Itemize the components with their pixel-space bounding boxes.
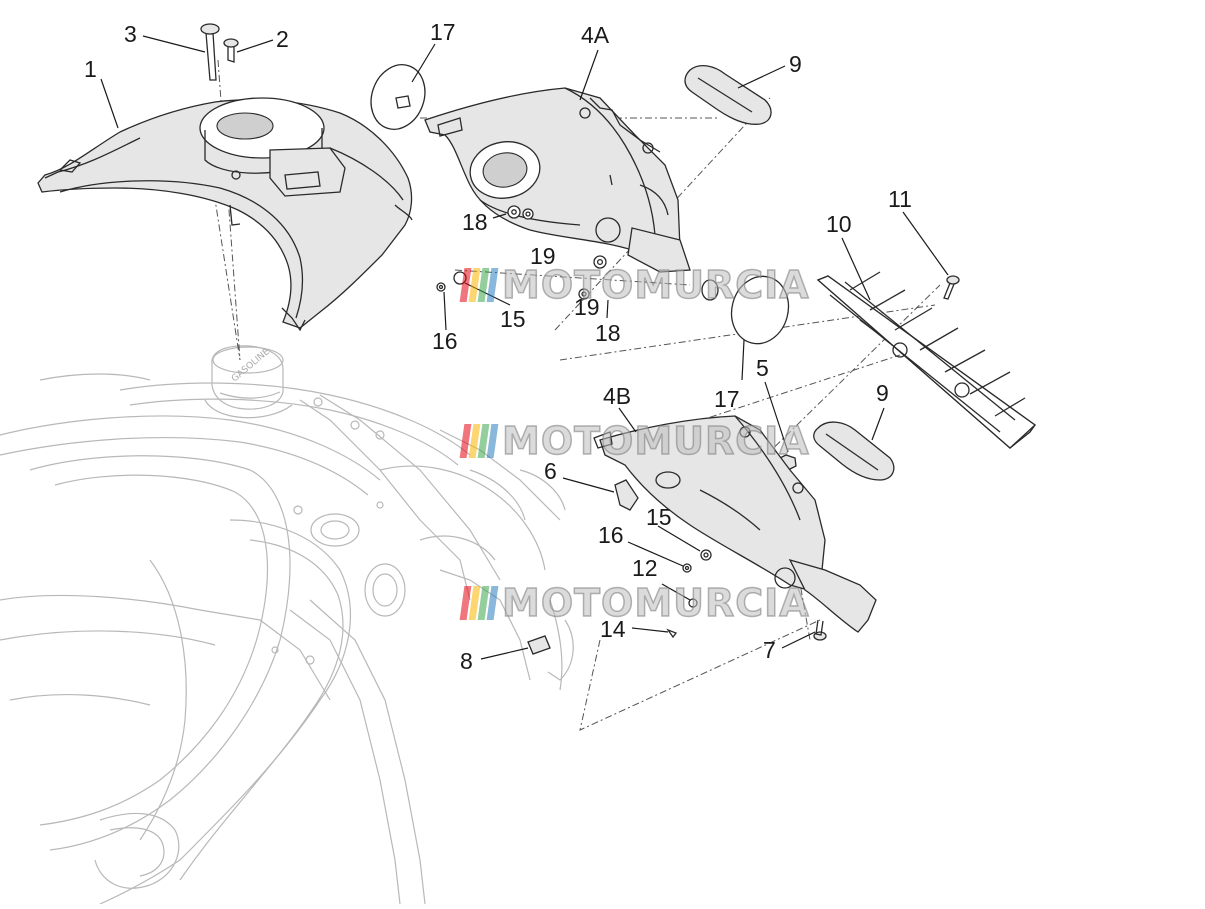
callout-2: 2 [276,26,289,52]
callout-19a: 19 [530,243,556,269]
callout-19b: 19 [574,294,600,320]
part-1-cover [37,97,413,332]
callout-12: 12 [632,555,658,581]
callout-18b: 18 [595,320,621,346]
watermark-text: MOTOMURCIA [501,580,810,626]
part-8-clip [527,635,551,655]
watermark-text: MOTOMURCIA [501,262,810,308]
part-7-screw [813,619,827,641]
part-9-reflector-bottom [813,421,895,481]
part-17-cap-top [370,64,426,130]
part-17-cap-middle [730,275,790,345]
part-3-screw [200,23,220,81]
part-8-bracket [547,619,574,681]
watermark-stripes [459,424,499,458]
callout-17b: 17 [714,386,740,412]
callout-3: 3 [124,21,137,47]
callout-11: 11 [888,186,912,212]
watermark-1: MOTOMURCIA [459,262,810,308]
callout-5: 5 [756,355,769,381]
watermark-3: MOTOMURCIA [459,580,810,626]
hardware-lower [666,549,712,639]
callout-9b: 9 [876,380,889,406]
watermark-text: MOTOMURCIA [501,418,810,464]
part-10-license-plate [816,271,1037,449]
callout-8: 8 [460,648,473,674]
part-4a-plate-holder [424,87,691,273]
watermark-stripes [459,268,499,302]
watermark-stripes [459,586,499,620]
callout-18a: 18 [462,209,488,235]
part-4b-plate-holder [593,415,877,633]
callout-15a: 15 [500,306,526,332]
frame-chassis [0,373,566,905]
part-11-screw [943,275,960,300]
part-9-reflector-top [684,64,772,125]
fuel-cap: GASOLINE [204,345,293,419]
callout-10: 10 [826,211,852,237]
callout-17a: 17 [430,19,456,45]
callout-14: 14 [600,616,626,642]
part-6-clip [614,479,639,511]
fuel-cap-text: GASOLINE [230,347,272,384]
callout-4a: 4A [581,22,610,48]
callout-16a: 16 [432,328,458,354]
callout-9a: 9 [789,51,802,77]
callout-7: 7 [763,637,776,663]
callout-16b: 16 [598,522,624,548]
callout-15b: 15 [646,504,672,530]
callout-4b: 4B [603,383,632,409]
watermark-2: MOTOMURCIA [459,418,810,464]
callout-1: 1 [84,56,97,82]
callout-6: 6 [544,458,557,484]
part-2-screw [223,38,239,63]
